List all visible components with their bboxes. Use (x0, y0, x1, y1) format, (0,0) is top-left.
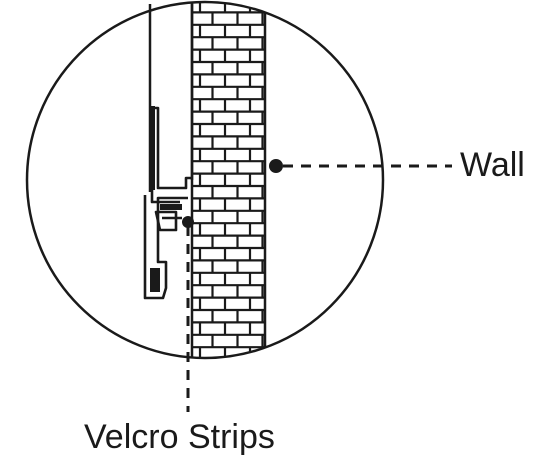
wall-label: Wall (460, 146, 525, 184)
brick-wall (190, 2, 267, 358)
rail-hanger (150, 106, 182, 292)
velcro-strips-label: Velcro Strips (84, 418, 275, 456)
velcro-strip-dot (182, 216, 194, 228)
rail-profile (143, 106, 192, 300)
wall-dot (269, 159, 283, 173)
wall-panel-edge (148, 4, 194, 192)
magnifier-circle (25, 0, 385, 360)
